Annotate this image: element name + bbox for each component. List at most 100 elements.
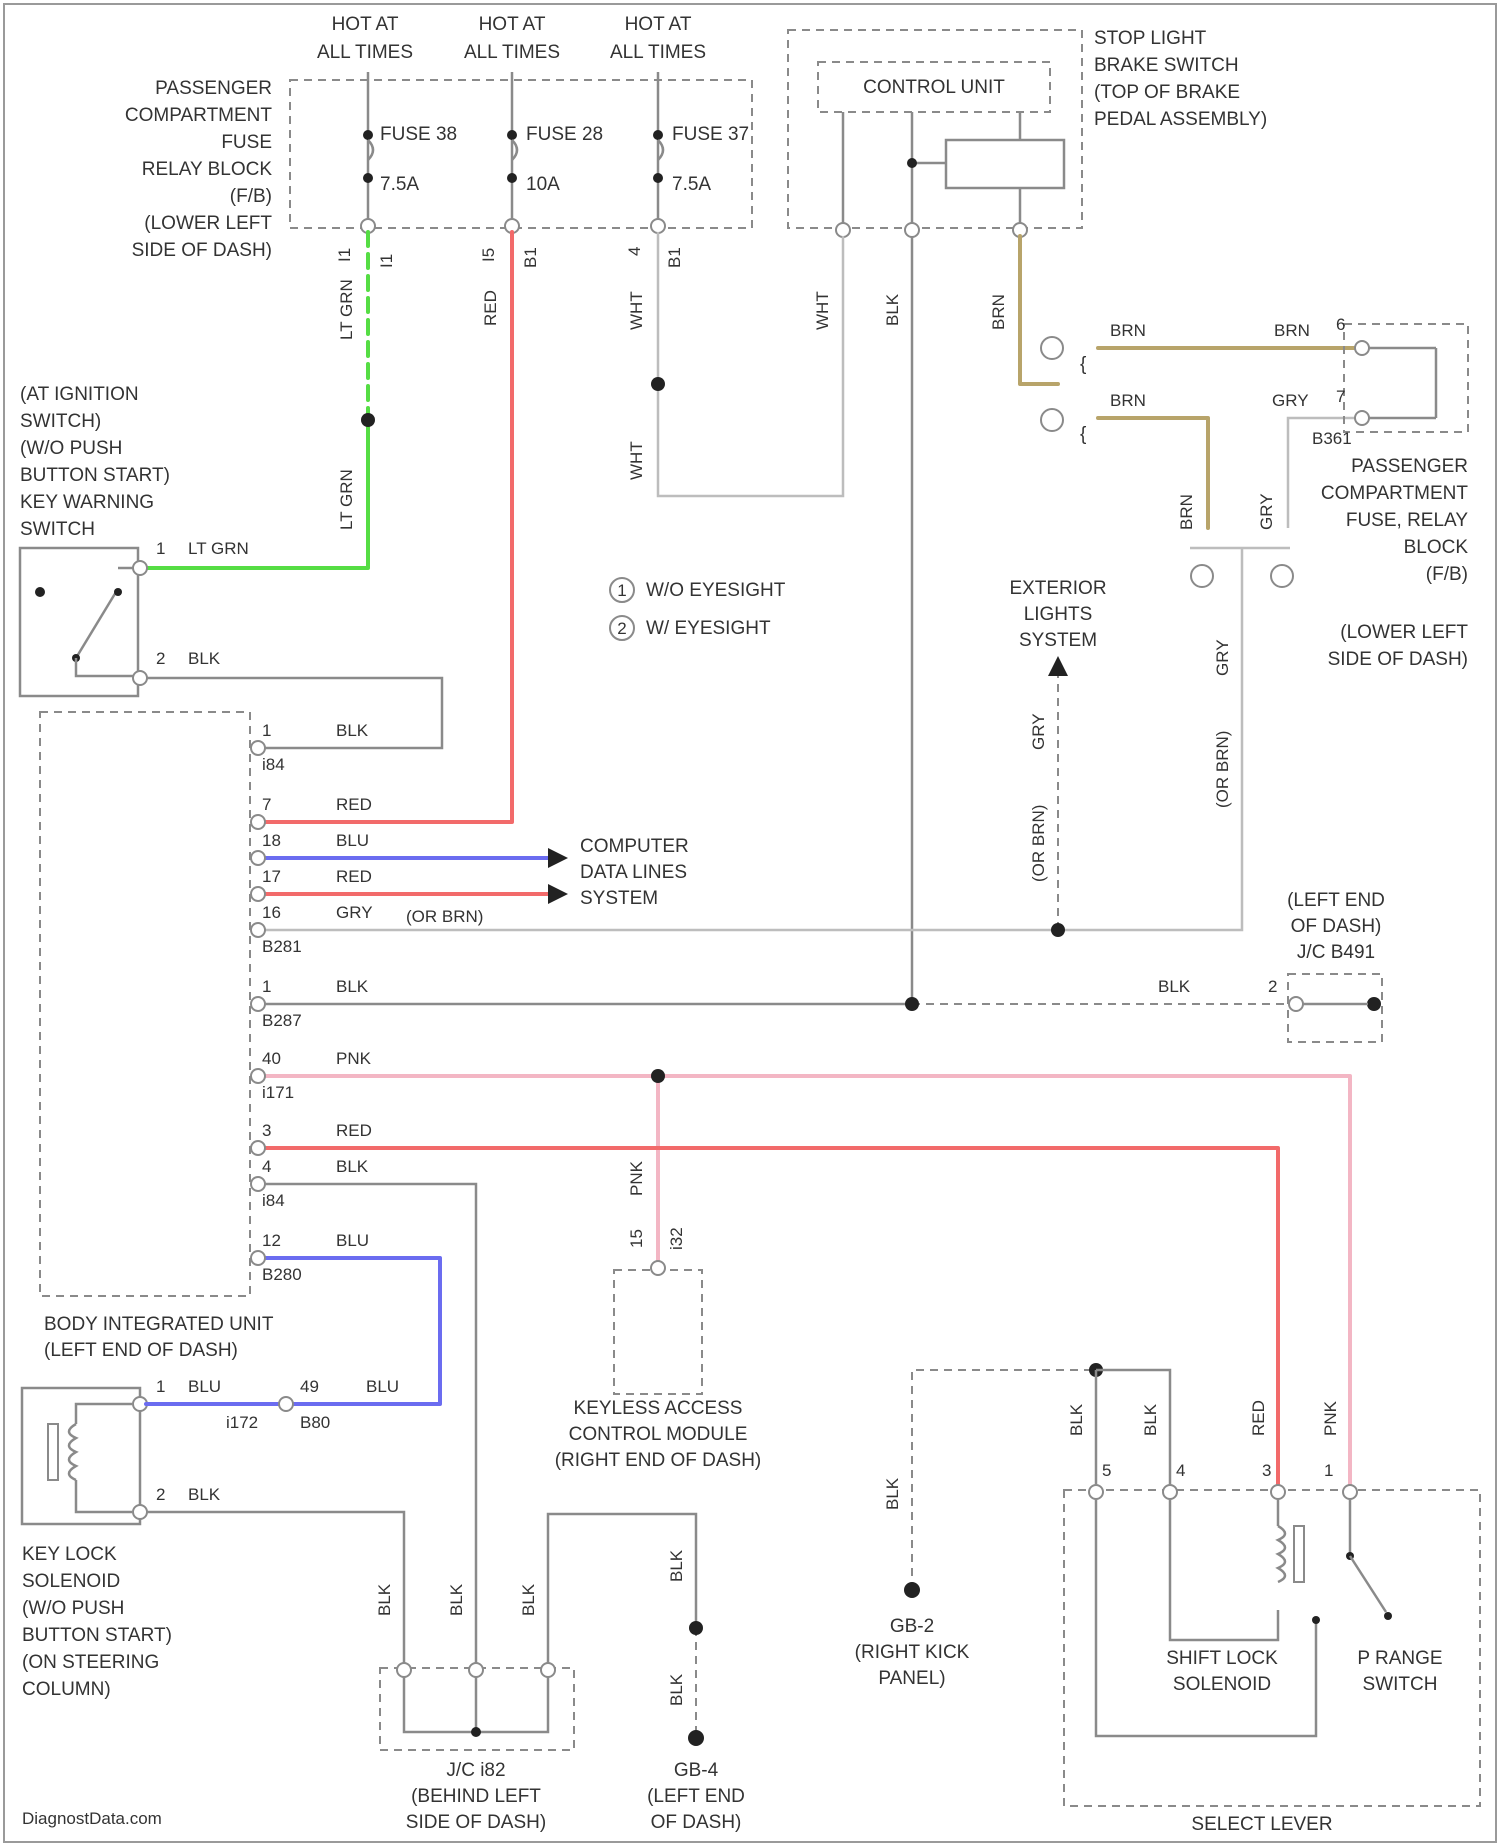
biu-pin-12-conn: B280 bbox=[262, 1265, 302, 1284]
biu-pin-1b-wire: BLK bbox=[336, 977, 369, 996]
fuse-28-conn: B1 bbox=[521, 247, 540, 268]
biu-pin-40-conn: i171 bbox=[262, 1083, 294, 1102]
wire-gry: GRY GRY GRY (OR BRN) bbox=[262, 391, 1366, 930]
ign-title-6: SWITCH bbox=[20, 519, 95, 540]
biu-pin-7: 7 bbox=[262, 795, 271, 814]
brace-1: { bbox=[1080, 354, 1087, 375]
biu-pin-12: 12 bbox=[262, 1231, 281, 1250]
fuse-37-conn: B1 bbox=[665, 247, 684, 268]
right-fb-conn: B361 bbox=[1312, 429, 1352, 448]
gb2-title-2: (RIGHT KICK bbox=[855, 1642, 970, 1663]
stop-switch-title-1: STOP LIGHT bbox=[1094, 28, 1207, 49]
kls-title-4: BUTTON START) bbox=[22, 1625, 172, 1646]
p-range-2: SWITCH bbox=[1363, 1674, 1438, 1695]
select-lever-title: SELECT LEVER bbox=[1191, 1814, 1332, 1835]
gb2-title-3: PANEL) bbox=[878, 1668, 945, 1689]
biu-pins: 1 BLK i84 7 RED 18 BLU 17 RED 16 GRY (OR… bbox=[251, 721, 1350, 1668]
kls-conn: i172 bbox=[226, 1413, 258, 1432]
hot-label-1b: ALL TIMES bbox=[317, 42, 413, 63]
right-fb-title-1: PASSENGER bbox=[1351, 456, 1468, 477]
right-fuse-block: 6 7 B361 PASSENGER COMPARTMENT FUSE, REL… bbox=[1312, 315, 1468, 670]
wire-label-gry-orbrn-1: (OR BRN) bbox=[1213, 731, 1232, 808]
wire-brn: BRN BRN BRN BRN BRN { { bbox=[989, 236, 1358, 530]
kls-title-2: SOLENOID bbox=[22, 1571, 120, 1592]
hot-label-3b: ALL TIMES bbox=[610, 42, 706, 63]
jc-i82-wire-1: BLK bbox=[375, 1583, 394, 1616]
ign-pin-1: 1 bbox=[156, 539, 165, 558]
biu-pin-18: 18 bbox=[262, 831, 281, 850]
ign-pin-1-wire: LT GRN bbox=[188, 539, 249, 558]
wire-label-wht-3: WHT bbox=[813, 291, 832, 330]
stop-light-switch: CONTROL UNIT STOP LIGHT BRAKE SWITCH (TO… bbox=[788, 28, 1267, 237]
gb4-title-2: (LEFT END bbox=[647, 1786, 745, 1807]
stop-switch-title-2: BRAKE SWITCH bbox=[1094, 55, 1239, 76]
legend-mark-2: 2 bbox=[617, 619, 626, 638]
jc-b491-2: OF DASH) bbox=[1291, 916, 1382, 937]
fuse-block: HOT AT ALL TIMES HOT AT ALL TIMES HOT AT… bbox=[125, 14, 752, 268]
wire-label-blk-stop: BLK bbox=[883, 293, 902, 326]
fuse-block-title-4: RELAY BLOCK bbox=[142, 159, 273, 180]
wire-label-gry-3: GRY bbox=[1213, 639, 1232, 676]
wire-label-red-fuse28: RED bbox=[481, 290, 500, 326]
kls-pin-1-wire: BLU bbox=[188, 1377, 221, 1396]
right-fb-title-2: COMPARTMENT bbox=[1321, 483, 1468, 504]
jc-b491-1: (LEFT END bbox=[1287, 890, 1385, 911]
kls-title-6: COLUMN) bbox=[22, 1679, 111, 1700]
wire-label-gry-ext: GRY bbox=[1029, 713, 1048, 750]
kls-inline-conn: B80 bbox=[300, 1413, 330, 1432]
ign-pin-2: 2 bbox=[156, 649, 165, 668]
legend-text-1: W/O EYESIGHT bbox=[646, 580, 786, 601]
hot-label-3a: HOT AT bbox=[625, 14, 692, 35]
jc-i82-wire-3: BLK bbox=[519, 1583, 538, 1616]
wire-label-lt-grn-1: LT GRN bbox=[337, 279, 356, 340]
fuse-37: FUSE 37 7.5A bbox=[651, 72, 749, 233]
kls-inline-pin: 49 bbox=[300, 1377, 319, 1396]
wire-label-brn-2: BRN bbox=[1110, 321, 1146, 340]
sl-wire-1: PNK bbox=[1321, 1400, 1340, 1436]
sl-wire-4: BLK bbox=[1141, 1403, 1160, 1436]
biu-pin-17: 17 bbox=[262, 867, 281, 886]
wire-label-gry-2: GRY bbox=[1257, 493, 1276, 530]
biu-title-1: BODY INTEGRATED UNIT bbox=[44, 1314, 274, 1335]
wire-label-brn-3: BRN bbox=[1274, 321, 1310, 340]
computer-data-2: DATA LINES bbox=[580, 862, 687, 883]
fuse-block-title-1: PASSENGER bbox=[155, 78, 272, 99]
fuse-28-name: FUSE 28 bbox=[526, 124, 603, 145]
jc-i82-title-2: (BEHIND LEFT bbox=[411, 1786, 541, 1807]
p-range-1: P RANGE bbox=[1357, 1648, 1442, 1669]
keyless-title-1: KEYLESS ACCESS bbox=[574, 1398, 743, 1419]
biu-pin-3-wire: RED bbox=[336, 1121, 372, 1140]
kls-pin-2: 2 bbox=[156, 1485, 165, 1504]
watermark: DiagnostData.com bbox=[22, 1809, 162, 1828]
hot-label-1a: HOT AT bbox=[332, 14, 399, 35]
gb2-title-1: GB-2 bbox=[890, 1616, 934, 1637]
right-fb-pin-6: 6 bbox=[1336, 315, 1345, 334]
brace-2: { bbox=[1080, 424, 1087, 445]
biu-pin-40-wire: PNK bbox=[336, 1049, 372, 1068]
ign-title-2: SWITCH) bbox=[20, 411, 101, 432]
biu-pin-12-wire: BLU bbox=[336, 1231, 369, 1250]
wire-label-brn-4: BRN bbox=[1110, 391, 1146, 410]
fuse-28: FUSE 28 10A bbox=[505, 72, 603, 233]
right-fb-pin-7: 7 bbox=[1336, 387, 1345, 406]
biu-pin-40: 40 bbox=[262, 1049, 281, 1068]
jc-i82-title-1: J/C i82 bbox=[446, 1760, 505, 1781]
fuse-block-title-3: FUSE bbox=[221, 132, 272, 153]
computer-data-lines: COMPUTER DATA LINES SYSTEM bbox=[580, 836, 689, 909]
fuse-block-title-2: COMPARTMENT bbox=[125, 105, 272, 126]
right-fb-title-6: (LOWER LEFT bbox=[1340, 622, 1468, 643]
keyless-pin: 15 bbox=[627, 1229, 646, 1248]
fuse-block-title-5: (F/B) bbox=[230, 186, 272, 207]
keyless-title-3: (RIGHT END OF DASH) bbox=[555, 1450, 762, 1471]
biu-pin-16: 16 bbox=[262, 903, 281, 922]
wire-label-gry-orbrn-2: (OR BRN) bbox=[1029, 805, 1048, 882]
select-lever: 5 4 3 1 BLK BLK RED PNK SHIFT LOCK SOLEN… bbox=[1064, 1370, 1480, 1835]
keyless-conn: i32 bbox=[667, 1227, 686, 1250]
keyless-wire: PNK bbox=[627, 1160, 646, 1196]
kls-title-1: KEY LOCK bbox=[22, 1544, 117, 1565]
fuse-37-name: FUSE 37 bbox=[672, 124, 749, 145]
fuse-38-conn: I1 bbox=[377, 254, 396, 268]
jc-b491: 2 (LEFT END OF DASH) J/C B491 bbox=[1268, 890, 1385, 1042]
biu-pin-18-wire: BLU bbox=[336, 831, 369, 850]
